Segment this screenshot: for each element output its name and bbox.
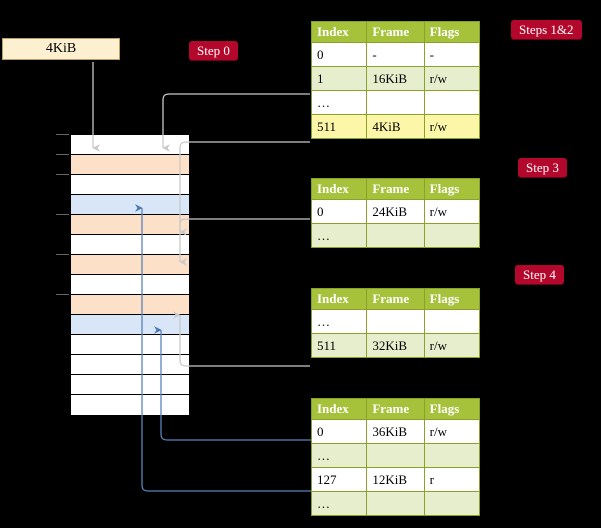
pt-table-cell-flags (423, 443, 481, 468)
request-size-box: 4KiB (2, 38, 120, 60)
pml4-table-cell-frame: - (366, 42, 425, 67)
pt-table-cell-flags: r (423, 467, 481, 492)
pd-table-header-flags: Flags (423, 288, 481, 310)
pd-table-cell-index: 511 (310, 333, 368, 358)
pml4-table-cell-frame: 16KiB (366, 66, 425, 91)
pd-table-row: … (310, 309, 481, 334)
memory-frame (71, 215, 189, 235)
pd-table-cell-flags: r/w (423, 333, 481, 358)
memory-address-tick (56, 174, 69, 175)
pdpt-table-cell-frame (366, 223, 425, 248)
memory-frame (71, 155, 189, 175)
pd-table-header-frame: Frame (366, 288, 425, 310)
pt-table-cell-flags (423, 491, 481, 516)
wire-pdpt-24kib (179, 218, 310, 266)
wire-pd-32kib (173, 311, 310, 367)
pt-table-header-index: Index (310, 398, 368, 420)
memory-address-tick (56, 154, 69, 155)
badge-steps-1-2-label: Steps 1&2 (519, 21, 574, 37)
pdpt-table-cell-index: … (310, 223, 368, 248)
pdpt-table-header-flags: Flags (423, 178, 481, 200)
badge-step-3-label: Step 3 (526, 159, 559, 175)
pt-table-cell-index: … (310, 491, 368, 516)
memory-frame (71, 135, 189, 155)
pd-table-cell-index: … (310, 309, 368, 334)
pml4-table-cell-flags: r/w (423, 66, 481, 91)
pt-table-cell-flags: r/w (423, 419, 481, 444)
memory-frame (71, 195, 189, 215)
memory-frame (71, 295, 189, 315)
pt-table-cell-frame (366, 443, 425, 468)
pt-table-cell-frame: 12KiB (366, 467, 425, 492)
pml4-table-cell-flags (423, 90, 481, 115)
memory-address-tick (56, 134, 69, 135)
pml4-table-header-index: Index (310, 21, 368, 43)
memory-frame (71, 335, 189, 355)
pml4-table-cell-index: 511 (310, 114, 368, 139)
badge-step-3[interactable]: Step 3 (518, 158, 567, 177)
pdpt-table-cell-flags (423, 223, 481, 248)
memory-address-tick (56, 214, 69, 215)
pd-table-cell-frame: 32KiB (366, 333, 425, 358)
badge-step-4[interactable]: Step 4 (515, 265, 564, 284)
pml4-table-row: 0-- (310, 42, 481, 67)
memory-frame (71, 275, 189, 295)
pt-table-cell-index: 127 (310, 467, 368, 492)
pt-table-cell-index: … (310, 443, 368, 468)
pt-table-header-frame: Frame (366, 398, 425, 420)
wire-pml4-4kib (179, 141, 310, 236)
pt-table-row: … (310, 491, 481, 516)
pdpt-table-header-frame: Frame (366, 178, 425, 200)
pdpt-table-header-index: Index (310, 178, 368, 200)
pml4-table-cell-flags: - (423, 42, 481, 67)
badge-step-0-label: Step 0 (197, 42, 230, 58)
pt-table-row: … (310, 443, 481, 468)
pt-table-cell-index: 0 (310, 419, 368, 444)
badge-step-4-label: Step 4 (523, 266, 556, 282)
pml4-table-cell-flags: r/w (423, 114, 481, 139)
pml4-table-cell-frame (366, 90, 425, 115)
pml4-table-cell-index: 0 (310, 42, 368, 67)
request-size-label: 4KiB (45, 41, 77, 56)
pml4-table-header-flags: Flags (423, 21, 481, 43)
pdpt-table-cell-frame: 24KiB (366, 199, 425, 224)
physical-memory-column (70, 134, 190, 416)
memory-frame (71, 355, 189, 375)
memory-frame (71, 235, 189, 255)
pml4-table-row: … (310, 90, 481, 115)
pdpt-table-row: … (310, 223, 481, 248)
memory-frame (71, 375, 189, 395)
pml4-table-cell-index: 1 (310, 66, 368, 91)
memory-address-tick (56, 294, 69, 295)
pd-table-cell-frame (366, 309, 425, 334)
memory-frame (71, 175, 189, 195)
badge-step-0[interactable]: Step 0 (189, 41, 238, 60)
pt-table-header-flags: Flags (423, 398, 481, 420)
pd-table-cell-flags (423, 309, 481, 334)
memory-address-tick (56, 254, 69, 255)
memory-frame (71, 255, 189, 275)
pml4-table-cell-index: … (310, 90, 368, 115)
pt-table-cell-frame: 36KiB (366, 419, 425, 444)
memory-frame (71, 315, 189, 335)
pd-table-header-index: Index (310, 288, 368, 310)
pml4-table-cell-frame: 4KiB (366, 114, 425, 139)
pt-table-cell-frame (366, 491, 425, 516)
pdpt-table-cell-index: 0 (310, 199, 368, 224)
memory-frame (71, 395, 189, 415)
pdpt-table-cell-flags: r/w (423, 199, 481, 224)
pml4-table-header-frame: Frame (366, 21, 425, 43)
badge-steps-1-2[interactable]: Steps 1&2 (511, 20, 582, 39)
